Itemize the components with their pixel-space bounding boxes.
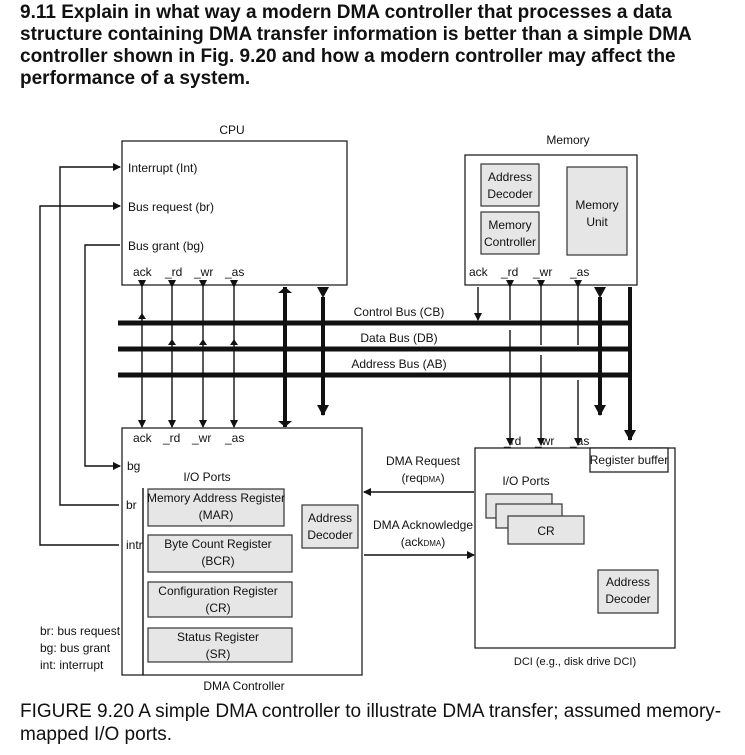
- bus-connections: [138, 280, 636, 446]
- cr-line1: Configuration Register: [158, 584, 277, 598]
- legend-int: int: interrupt: [40, 658, 104, 672]
- bcr-register: [147, 534, 293, 573]
- dma-rd-label: _rd: [162, 431, 180, 445]
- dci-cr-label: CR: [537, 524, 555, 538]
- address-bus-label: Address Bus (AB): [351, 357, 446, 371]
- bcr-line1: Byte Count Register: [164, 537, 271, 551]
- memory-controller: [480, 211, 540, 255]
- memory-as-label: _as: [569, 265, 589, 279]
- sr-register: [147, 627, 293, 663]
- memory-wr-label: _wr: [532, 265, 552, 279]
- intr-wire: [59, 163, 121, 506]
- legend-bg: bg: bus grant: [40, 641, 111, 655]
- cpu-dma-handshake-wires: [39, 163, 121, 546]
- bg-wire: [84, 244, 121, 470]
- dma-request-signal: (reqDMA): [401, 471, 444, 485]
- system-buses: Control Bus (CB) Data Bus (DB) Address B…: [118, 305, 632, 378]
- dma-io-ports-label: I/O Ports: [183, 470, 230, 484]
- mar-line1: Memory Address Register: [147, 491, 285, 505]
- dma-ack-signal: (ackDMA): [401, 535, 445, 549]
- dci-rd-label: _rd: [503, 434, 521, 448]
- dma-address-decoder: [301, 504, 359, 549]
- memory-address-decoder: [480, 163, 540, 207]
- question-text: 9.11 Explain in what way a modern DMA co…: [20, 2, 692, 89]
- cpu-bus-request-label: Bus request (br): [128, 200, 214, 214]
- dci-address-decoder: [597, 569, 659, 614]
- legend: br: bus request bg: bus grant int: inter…: [40, 624, 121, 672]
- dma-handshake: DMA Request (reqDMA) DMA Acknowledge (ac…: [363, 454, 475, 559]
- memory-unit-line2: Unit: [586, 215, 608, 229]
- dma-request-label: DMA Request: [386, 454, 461, 468]
- cpu-box: [121, 140, 348, 286]
- figure-caption: FIGURE 9.20 A simple DMA controller to i…: [20, 701, 722, 745]
- register-buffer-label: Register buffer: [590, 453, 669, 467]
- register-buffer: [589, 447, 669, 473]
- cpu-block: CPU Interrupt (Int) Bus request (br) Bus…: [121, 123, 348, 286]
- sr-line1: Status Register: [177, 630, 259, 644]
- cpu-title: CPU: [219, 123, 244, 137]
- memory-block: Memory Address Decoder Memory Controller…: [464, 133, 638, 286]
- memory-rd-label: _rd: [500, 265, 518, 279]
- cpu-as-label: _as: [224, 265, 244, 279]
- cr-line2: (CR): [205, 601, 230, 615]
- dma-ack-label: DMA Acknowledge: [373, 518, 473, 532]
- dci-box: [474, 447, 676, 649]
- sr-line2: (SR): [206, 647, 231, 661]
- dma-address-decoder-line2: Decoder: [307, 528, 352, 542]
- dci-as-label: _as: [569, 434, 589, 448]
- memory-address-decoder-line2: Decoder: [487, 187, 532, 201]
- memory-controller-line1: Memory: [488, 218, 531, 232]
- memory-ack-label: ack: [469, 265, 489, 279]
- mar-line2: (MAR): [199, 508, 234, 522]
- mar-register: [147, 488, 285, 527]
- cpu-wr-label: _wr: [193, 265, 213, 279]
- memory-unit: [566, 166, 628, 256]
- dma-controller-title: DMA Controller: [203, 679, 284, 693]
- cpu-ack-label: ack: [133, 265, 153, 279]
- dma-ack-label: ack: [133, 431, 153, 445]
- cr-register: [147, 581, 293, 618]
- dci-address-decoder-line1: Address: [606, 575, 650, 589]
- dci-wr-label: _wr: [534, 434, 554, 448]
- cpu-rd-label: _rd: [164, 265, 182, 279]
- dma-as-label: _as: [224, 431, 244, 445]
- dci-cr-register: [507, 515, 585, 545]
- control-bus-label: Control Bus (CB): [354, 305, 445, 319]
- memory-controller-line2: Controller: [484, 235, 536, 249]
- dma-wr-label: _wr: [191, 431, 211, 445]
- dma-diagram: CPU Interrupt (Int) Bus request (br) Bus…: [39, 123, 676, 693]
- memory-title: Memory: [546, 133, 589, 147]
- memory-address-decoder-line1: Address: [488, 170, 532, 184]
- dci-block: _rd _wr _as Register buffer I/O Ports CR…: [474, 434, 676, 668]
- memory-unit-line1: Memory: [575, 198, 618, 212]
- dma-br-label: br: [126, 498, 137, 512]
- cpu-interrupt-label: Interrupt (Int): [128, 161, 197, 175]
- data-bus-label: Data Bus (DB): [360, 331, 437, 345]
- dci-address-decoder-line2: Decoder: [605, 592, 650, 606]
- bcr-line2: (BCR): [201, 554, 234, 568]
- dma-bg-label: bg: [127, 459, 140, 473]
- dma-controller-block: ack _rd _wr _as bg br intr I/O Ports Mem…: [121, 427, 363, 693]
- dci-io-ports-label: I/O Ports: [502, 474, 549, 488]
- legend-br: br: bus request: [40, 624, 121, 638]
- dma-address-decoder-line1: Address: [308, 511, 352, 525]
- cpu-bus-grant-label: Bus grant (bg): [128, 239, 204, 253]
- dma-intr-label: intr: [126, 538, 143, 552]
- dci-label: DCI (e.g., disk drive DCI): [514, 656, 636, 668]
